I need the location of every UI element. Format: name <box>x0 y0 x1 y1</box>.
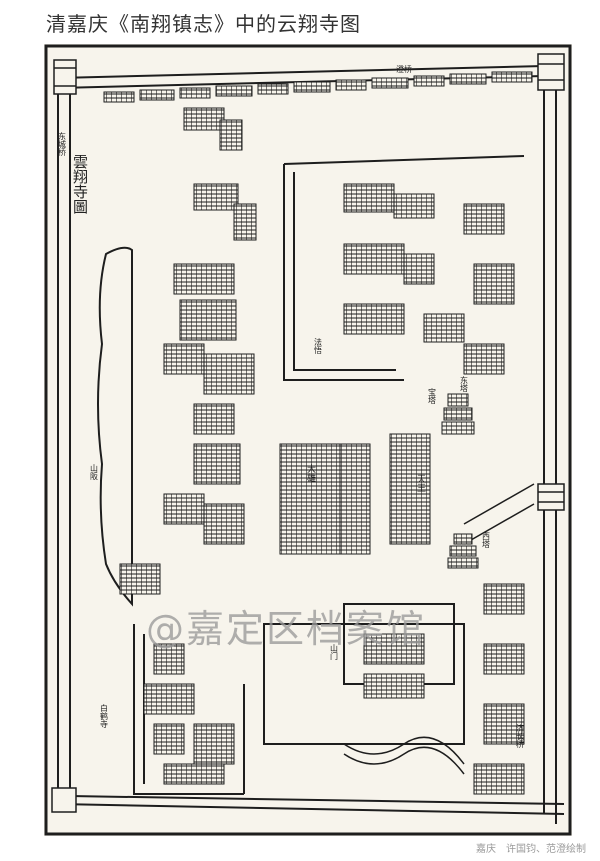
label-11: 山门 <box>330 643 339 661</box>
label-0: 澄桥 <box>396 64 412 74</box>
west-pagoda <box>447 533 479 569</box>
lower-right-buildings <box>363 583 525 795</box>
main-hall <box>279 433 431 555</box>
bridge-top-left <box>53 59 77 95</box>
watermark: @嘉定区档案馆 <box>146 607 427 651</box>
label-6: 宝塔 <box>428 387 437 405</box>
label-4: 大雄 <box>305 463 316 483</box>
courtyard-halls <box>343 183 515 375</box>
canal-left <box>57 78 71 804</box>
canal-right <box>543 66 557 824</box>
label-7: 东塔 <box>460 375 469 393</box>
label-2: 山阪 <box>90 463 99 481</box>
bridge-top-right <box>537 53 565 91</box>
credit-caption: 嘉庆 许国钧、范澄绘制 <box>476 844 586 855</box>
label-1: 东城桥 <box>58 131 67 157</box>
left-hall-stack <box>163 263 255 545</box>
map-title: 雲翔寺圖 <box>71 154 89 214</box>
bridge-right-middle <box>537 483 565 511</box>
bridge-bottom-left <box>51 787 77 813</box>
label-5: 天王 <box>415 474 426 492</box>
label-9: 济长桥 <box>516 723 525 749</box>
map-frame <box>44 44 572 836</box>
lower-left-buildings <box>119 563 235 785</box>
top-rooftop-row <box>103 71 533 103</box>
upper-left-buildings <box>183 107 257 241</box>
roads <box>343 483 535 775</box>
canal-bottom <box>57 795 565 815</box>
east-pagoda <box>441 393 475 435</box>
temple-map: 雲翔寺圖 澄桥 东城桥 山阪 法悟 大雄 天王 宝塔 东塔 西塔 济长桥 白鹤寺… <box>44 44 572 836</box>
page-title: 清嘉庆《南翔镇志》中的云翔寺图 <box>46 12 361 36</box>
walled-courtyard <box>283 155 525 381</box>
label-3: 法悟 <box>314 337 323 355</box>
label-8: 西塔 <box>482 532 491 549</box>
label-10: 白鹤寺 <box>100 703 109 728</box>
hill-mound <box>97 246 133 607</box>
